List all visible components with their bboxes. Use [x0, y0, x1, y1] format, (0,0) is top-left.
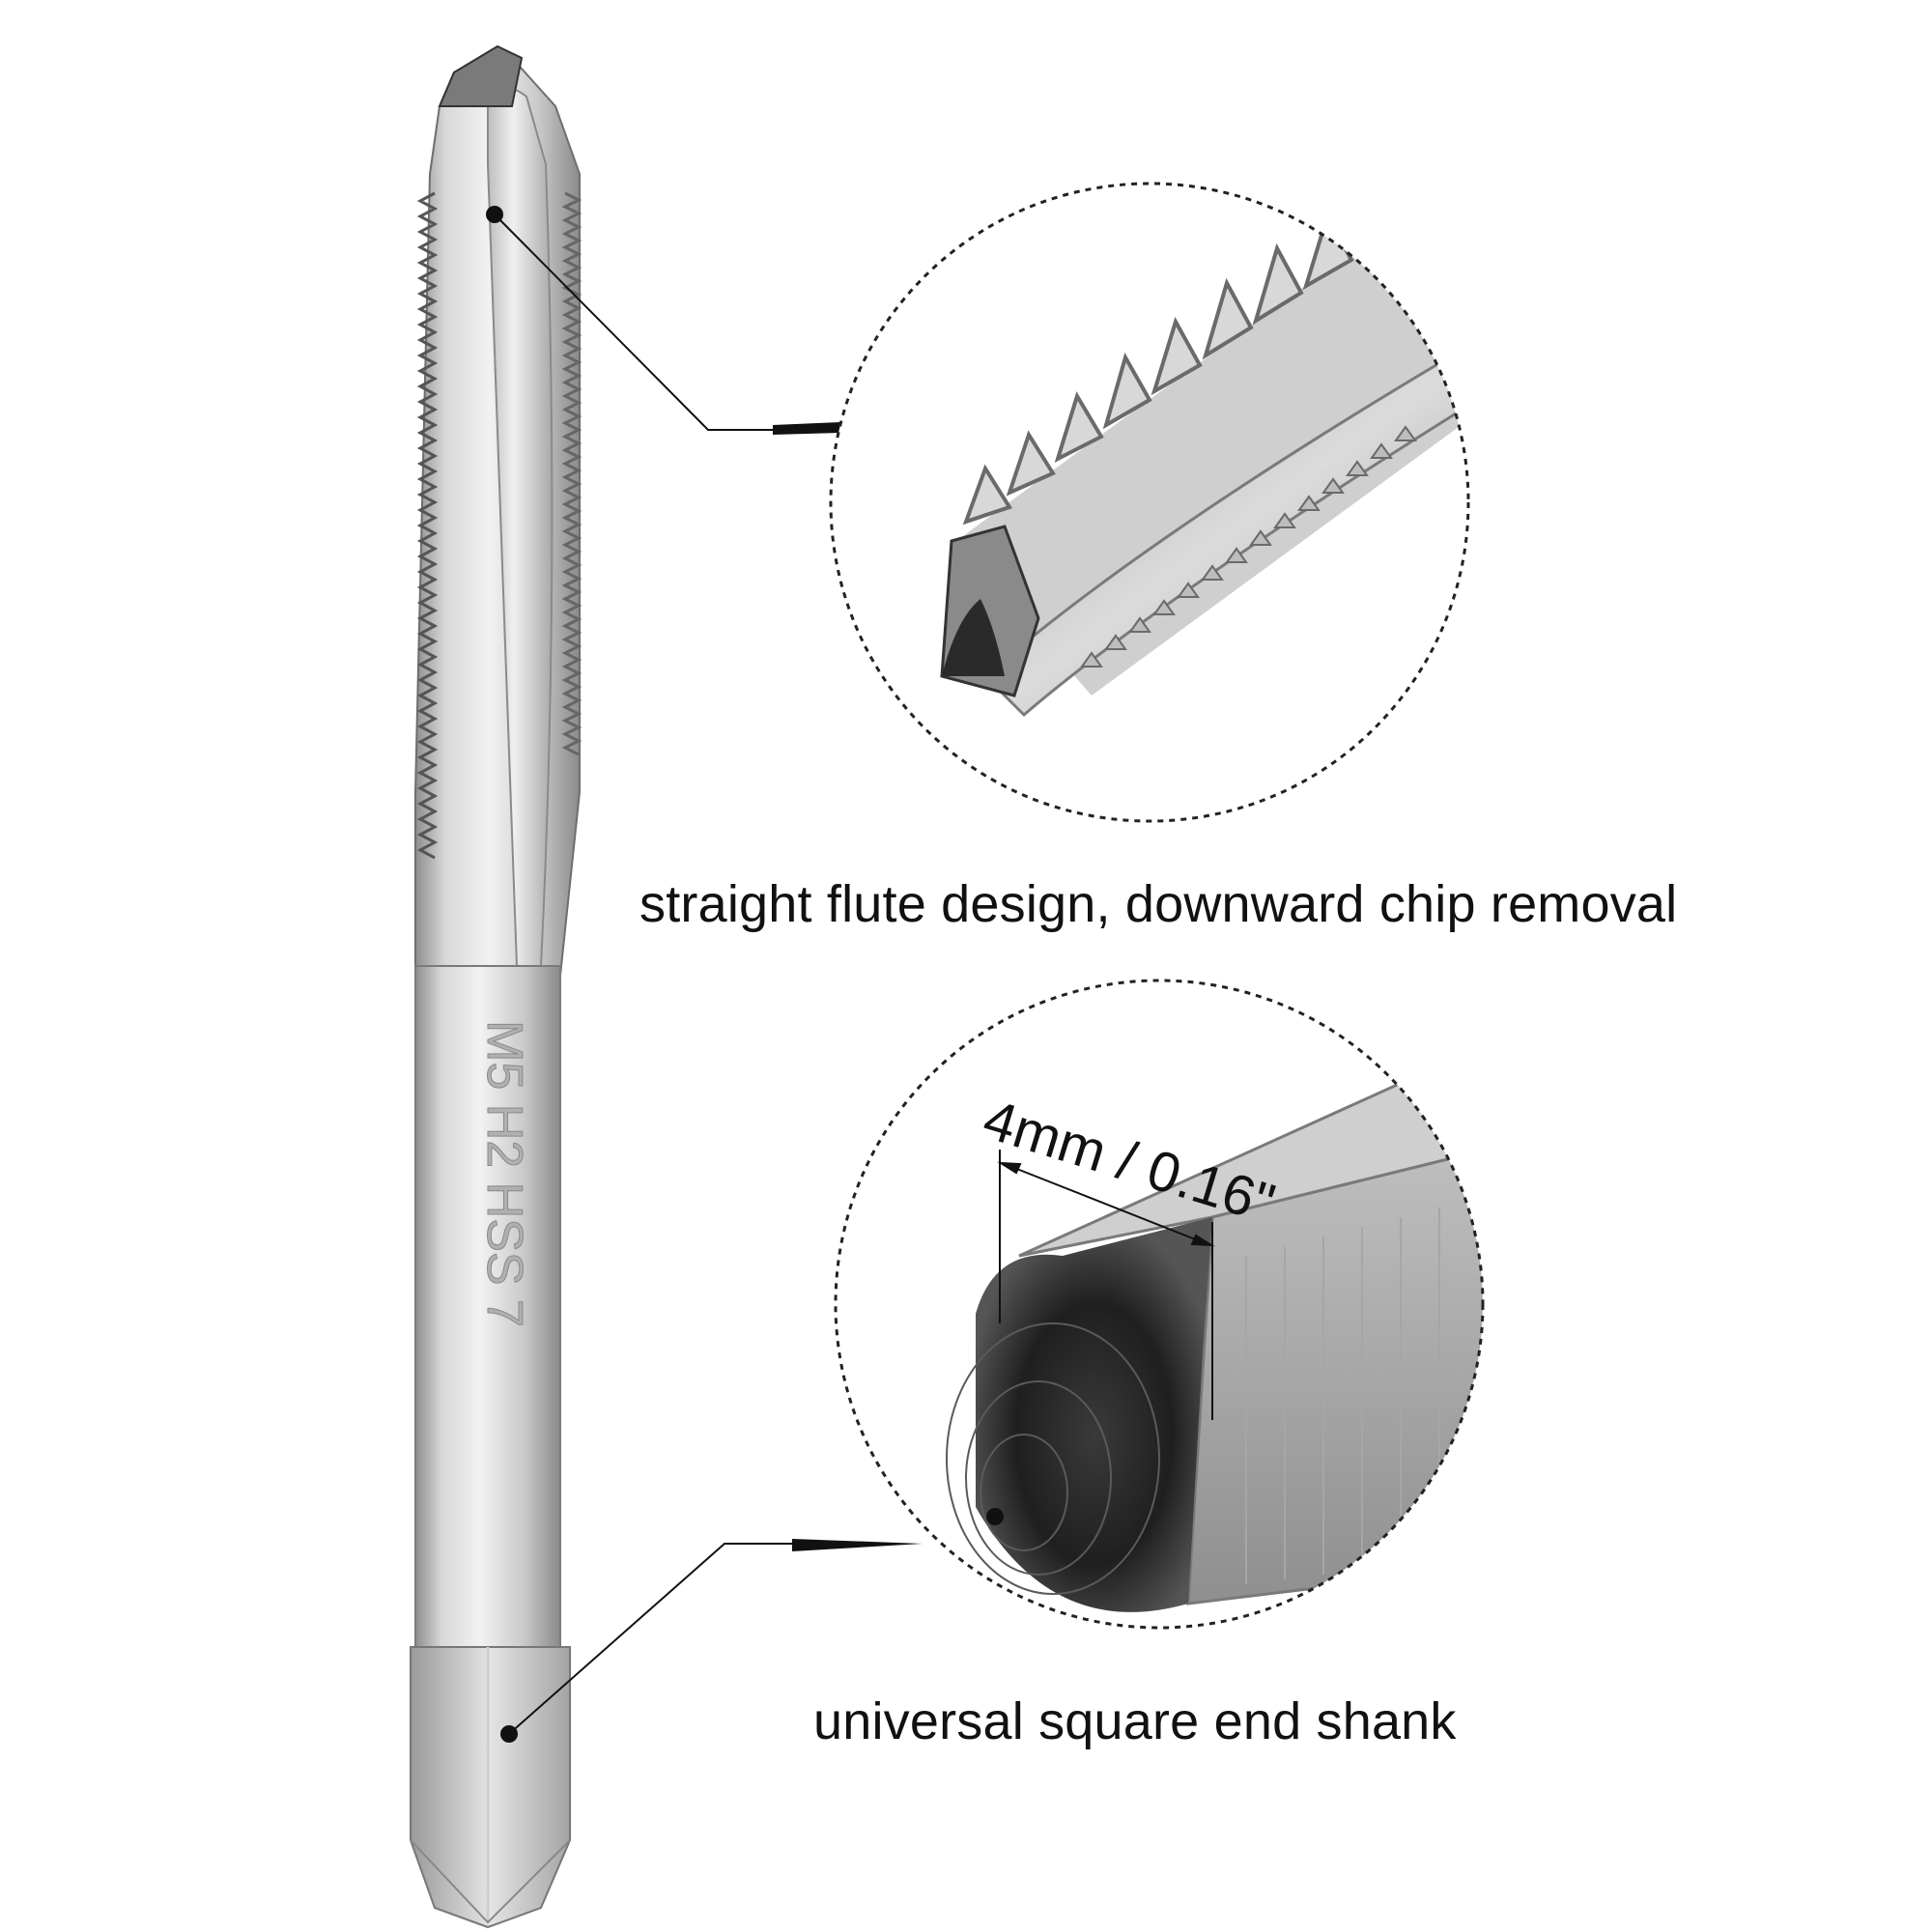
flute-leader-line — [494, 213, 773, 431]
shank-caption: universal square end shank — [813, 1692, 1457, 1750]
flute-zoom-circle — [829, 182, 1470, 823]
dimension-marker — [997, 1150, 1215, 1420]
tap-pointed-tip — [438, 44, 524, 107]
shank-leader-line — [508, 1543, 792, 1735]
flute-zoom-border — [829, 182, 1470, 823]
tap-main-image: M5 H2 HSS 7 — [410, 44, 582, 1929]
callout-leader-lines — [494, 213, 923, 1735]
tap-thread-teeth-left — [416, 191, 439, 860]
shank-zoom-circle — [834, 979, 1485, 1630]
tap-square-end — [410, 1646, 571, 1929]
flute-caption: straight flute design, downward chip rem… — [639, 875, 1678, 933]
tap-shank-marking: M5 H2 HSS 7 — [476, 1020, 532, 1327]
shank-zoom-border — [834, 979, 1485, 1630]
